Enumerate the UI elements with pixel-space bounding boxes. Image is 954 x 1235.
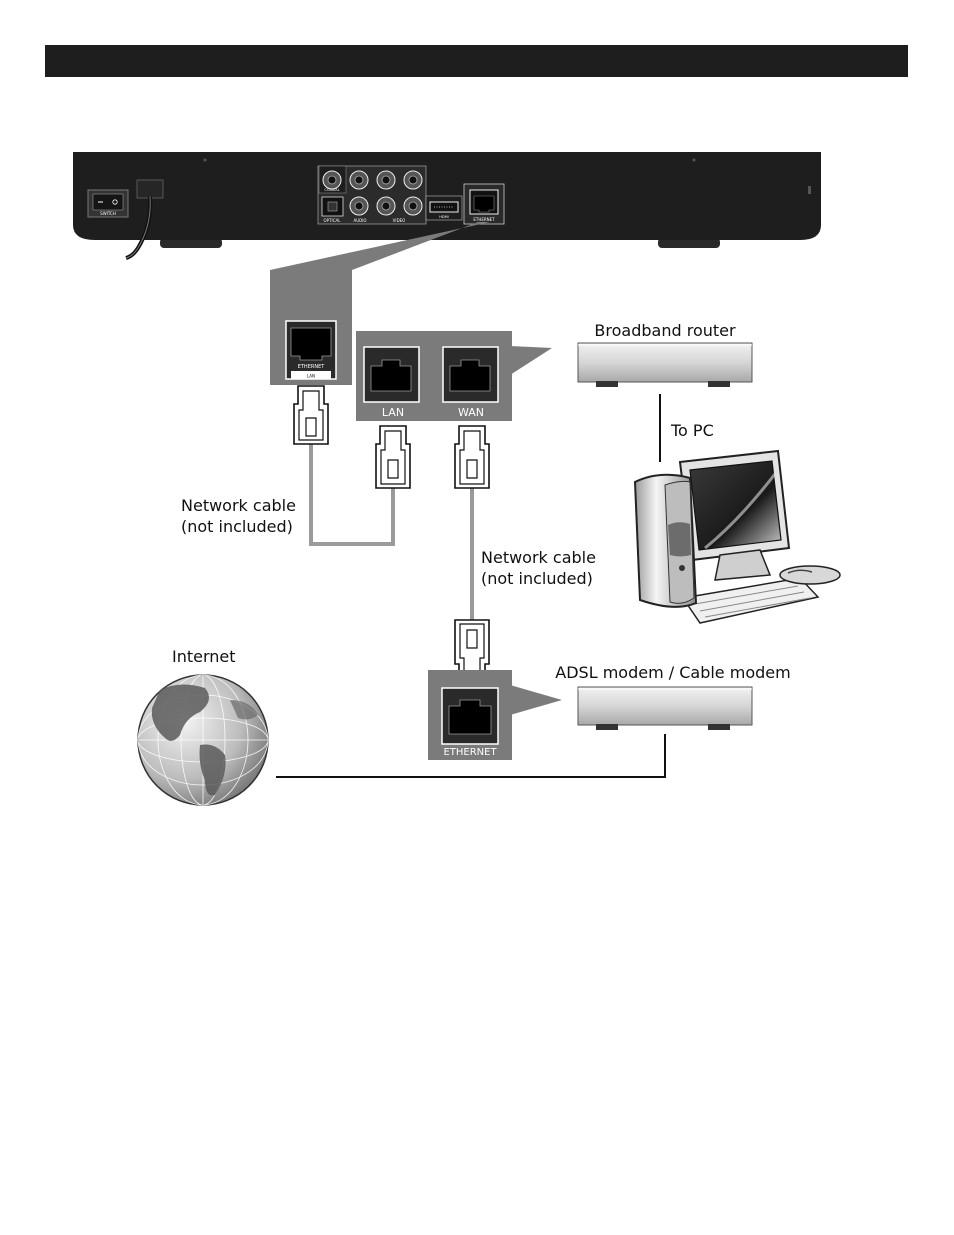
cable-label-1: Network cable (not included) <box>181 496 296 536</box>
plug-router-wan <box>455 426 489 488</box>
cable-label-2: Network cable (not included) <box>481 548 596 588</box>
device-ethernet-port: ETHERNET <box>464 184 504 224</box>
router-port-panel: LAN WAN <box>356 331 552 421</box>
coaxial-label: COAXIAL <box>324 188 339 192</box>
svg-text:(not included): (not included) <box>481 569 593 588</box>
internet-label: Internet <box>172 647 236 666</box>
switch-label: SWITCH <box>100 211 116 216</box>
hdmi-label: HDMI <box>439 215 448 219</box>
plug-device-lan <box>294 386 328 444</box>
pc-illustration <box>635 451 840 623</box>
zoom-lan-caption: LAN <box>307 374 315 379</box>
router-wan-label: WAN <box>458 406 484 419</box>
power-inlet <box>137 180 163 198</box>
hdmi-port: HDMI <box>426 196 462 220</box>
audio-label: AUDIO <box>353 218 366 223</box>
modem-ethernet-label: ETHERNET <box>443 747 497 758</box>
device-rear-panel: SWITCH COAXIAL OPTICAL AUDIO <box>73 152 821 258</box>
broadband-router: Broadband router <box>578 321 752 387</box>
router-label: Broadband router <box>594 321 736 340</box>
to-pc-label: To PC <box>670 421 714 440</box>
optical-label: OPTICAL <box>324 218 342 223</box>
svg-text:(not included): (not included) <box>181 517 293 536</box>
plug-router-lan <box>376 426 410 488</box>
internet-globe: Internet <box>138 647 268 805</box>
zoom-lan-ethernet-label: ETHERNET <box>298 364 326 370</box>
zoom-lan-port: ETHERNET LAN <box>270 270 352 385</box>
svg-text:Network cable: Network cable <box>181 496 296 515</box>
video-label: VIDEO <box>393 218 406 223</box>
svg-text:Network cable: Network cable <box>481 548 596 567</box>
router-lan-label: LAN <box>382 406 404 419</box>
device-ethernet-label: ETHERNET <box>473 217 495 222</box>
modem-port-panel: ETHERNET <box>428 670 562 760</box>
modem-label: ADSL modem / Cable modem <box>555 663 790 682</box>
adsl-modem: ADSL modem / Cable modem <box>555 663 790 730</box>
av-connector-group: COAXIAL OPTICAL AUDIO VIDEO <box>318 166 426 224</box>
